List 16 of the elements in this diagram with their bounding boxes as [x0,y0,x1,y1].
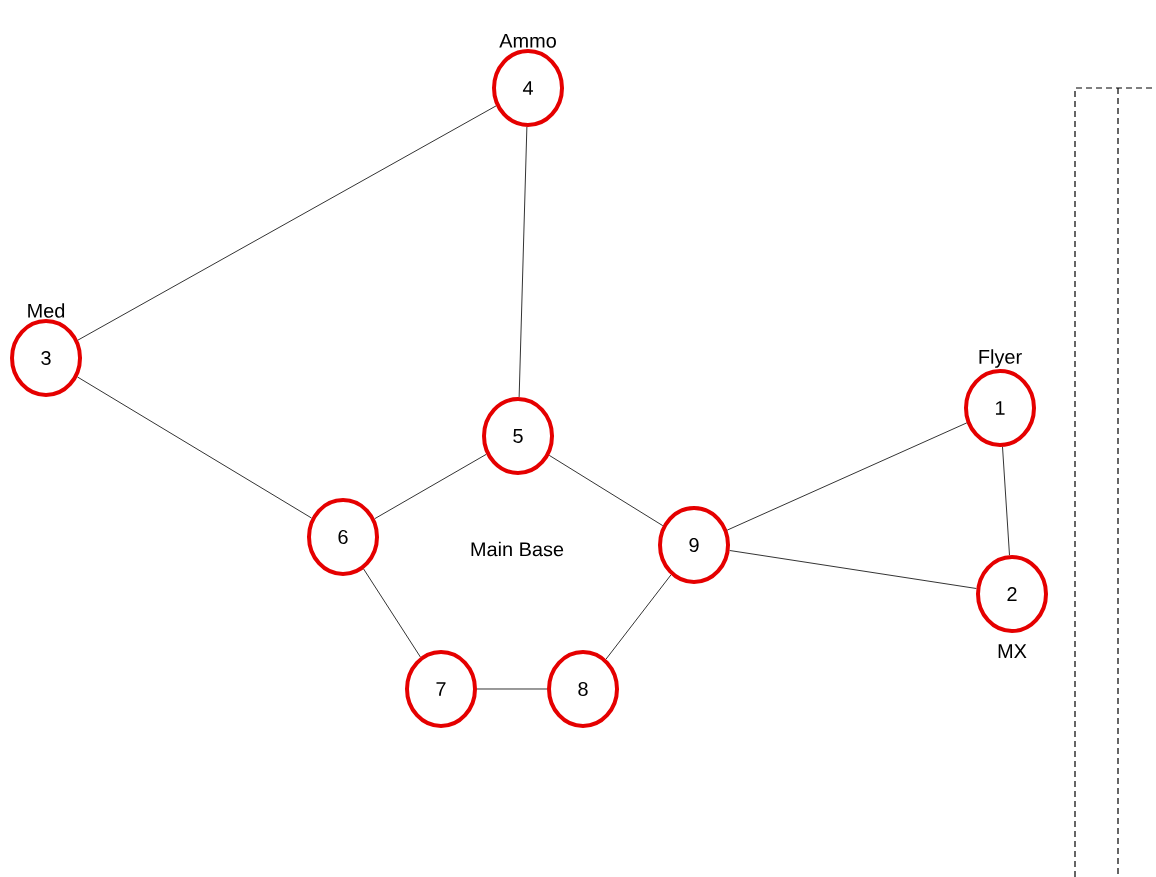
node-label: MX [998,644,1027,658]
node-label: Ammo [499,33,556,48]
area-label: Main Base [471,541,564,557]
connector-line [518,126,528,398]
node-label: Med [28,303,65,318]
connector-line [363,568,421,658]
connector-line [76,376,313,519]
node-label: Flyer [979,349,1022,368]
connector-line [605,574,672,660]
connector-line [726,422,968,531]
connector-line [548,454,664,527]
connector-line [77,105,497,341]
connector-line [374,453,487,520]
connector-line [1002,446,1010,556]
connector-line [476,688,548,690]
connector-line [729,550,977,589]
